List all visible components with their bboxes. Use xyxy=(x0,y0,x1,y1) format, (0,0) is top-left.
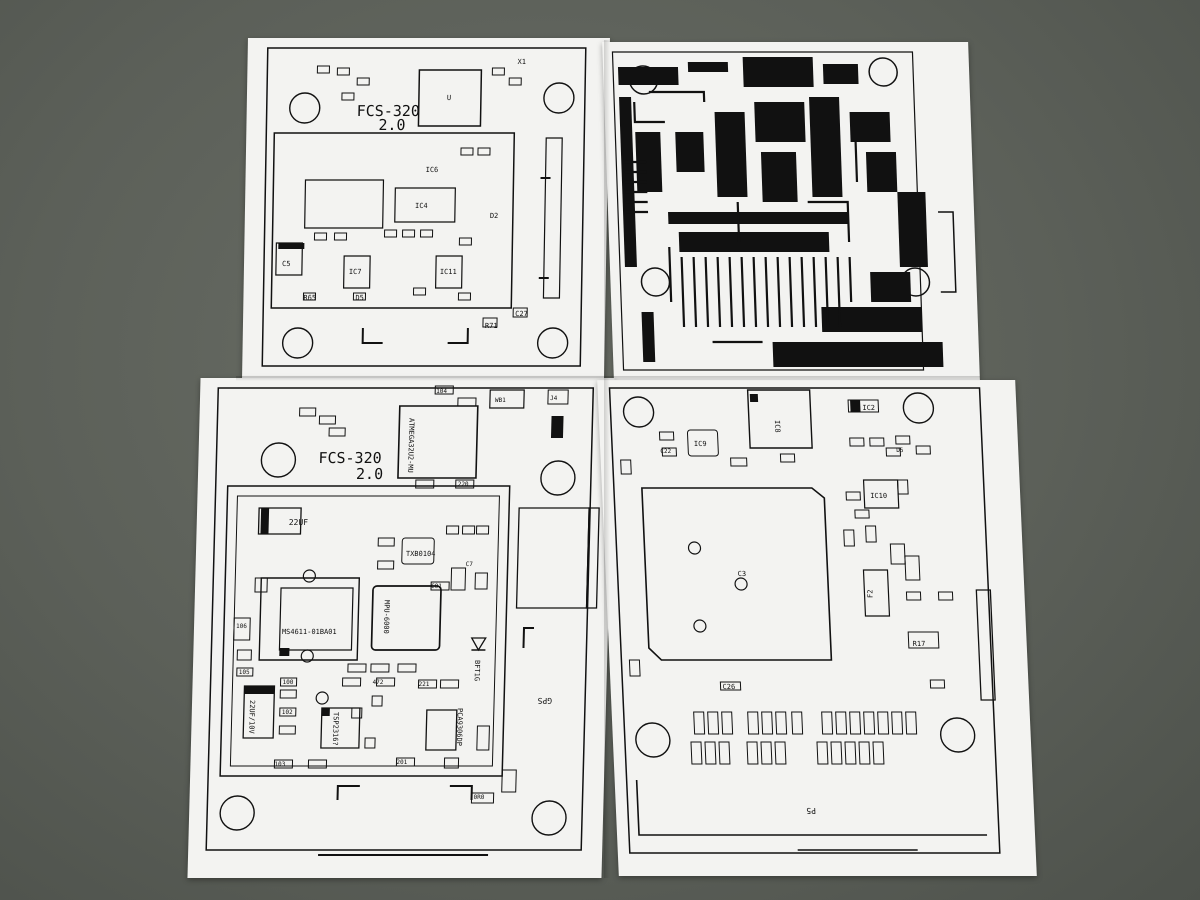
center-fold-shadow xyxy=(604,40,610,878)
mount-hole xyxy=(289,92,321,124)
ic-label: IC10 xyxy=(870,492,887,500)
bottom-left-sheet: FCS-320 2.0 ATMEGA32U2-MU 22UF TXB0104 M… xyxy=(187,378,615,878)
cap-label: C22 xyxy=(660,448,672,455)
mcu-label: ATMEGA32U2-MU xyxy=(406,418,415,473)
ic-label: IC8 xyxy=(773,420,782,433)
board-rev: 2.0 xyxy=(356,465,384,483)
mount-hole xyxy=(536,327,569,359)
mount-hole xyxy=(531,800,567,836)
part-label: 103 xyxy=(274,761,285,768)
mount-hole xyxy=(902,392,935,424)
gps-label: GPS xyxy=(537,696,552,705)
part-label: 201 xyxy=(396,759,407,766)
part-label: 0R0 xyxy=(473,794,484,801)
res-label: R65 xyxy=(303,294,316,302)
ic-label: IC9 xyxy=(694,440,707,448)
mount-hole xyxy=(868,57,898,87)
crystal-label: X1 xyxy=(517,58,526,66)
ic-outline xyxy=(746,389,813,449)
cap-bottom-label: 22UF/10V xyxy=(247,700,256,734)
ic-label: IC2 xyxy=(862,404,875,412)
copper-layer-drawing xyxy=(611,51,957,371)
pca-label: PCA9306DP xyxy=(455,708,464,746)
cap-label: C26 xyxy=(722,683,735,691)
part-label: 106 xyxy=(236,623,247,630)
ic-label: IC6 xyxy=(426,166,439,174)
mount-hole xyxy=(635,722,671,758)
ic-label: IC11 xyxy=(440,268,457,276)
cap-top-label: 22UF xyxy=(289,518,309,527)
reg-label: TSP2316? xyxy=(331,712,340,746)
mount-hole xyxy=(939,717,976,753)
part-label: 220 xyxy=(458,481,469,488)
mount-hole xyxy=(543,82,575,114)
bottom-left-pcb-drawing: FCS-320 2.0 ATMEGA32U2-MU 22UF TXB0104 M… xyxy=(205,385,600,856)
mount-hole xyxy=(219,795,255,831)
top-left-sheet: FCS-320 2.0 U IC6 IC4 IC7 IC11 C5 C27 R7… xyxy=(242,38,610,378)
part-label: 100 xyxy=(282,679,293,686)
res-label: R71 xyxy=(485,322,498,330)
part-label: C01 xyxy=(431,583,442,590)
fuse-label: F2 xyxy=(866,590,874,598)
diode-label: BFT1G xyxy=(473,660,482,681)
gps-module-outline xyxy=(641,487,833,661)
mount-hole xyxy=(281,327,314,359)
part-label: 221 xyxy=(418,681,429,688)
part-label: 104 xyxy=(436,388,447,395)
mcu-chip xyxy=(397,405,479,479)
res-label: R17 xyxy=(913,640,926,648)
baro-label: MS4611-01BA01 xyxy=(282,628,337,636)
bottom-right-sheet: IC8 IC9 IC10 IC2 F2 C3 C26 C22 R17 D5 P5 xyxy=(597,380,1037,876)
diode-label: D5 xyxy=(896,447,904,454)
top-right-sheet xyxy=(602,42,980,380)
bottom-right-pcb-drawing: IC8 IC9 IC10 IC2 F2 C3 C26 C22 R17 D5 P5 xyxy=(608,387,1001,854)
part-label: J4 xyxy=(550,395,558,402)
ic-label: IC4 xyxy=(415,202,428,210)
board-name: FCS-320 xyxy=(357,102,421,120)
txb-label: TXB0104 xyxy=(406,550,436,558)
top-left-pcb-drawing: FCS-320 2.0 U IC6 IC4 IC7 IC11 C5 C27 R7… xyxy=(261,47,587,367)
mount-hole xyxy=(640,267,671,297)
diode-label: D2 xyxy=(490,212,499,220)
diode-label: D5 xyxy=(355,294,364,302)
part-label: 102 xyxy=(282,709,293,716)
board-rev: 2.0 xyxy=(378,116,405,134)
mount-hole xyxy=(622,396,655,428)
mount-hole xyxy=(540,460,576,496)
imu-label: MPU-6000 xyxy=(382,600,391,634)
part-label: 105 xyxy=(239,669,250,676)
part-label: 472 xyxy=(372,679,383,686)
ic-label: U xyxy=(447,94,451,102)
ic-label: IC7 xyxy=(349,268,362,276)
horizontal-fold-shadow xyxy=(236,376,980,381)
mount-hole xyxy=(260,442,297,478)
cap-label: C5 xyxy=(282,260,291,268)
part-label: WB1 xyxy=(495,397,506,404)
top-ic xyxy=(417,69,483,127)
board-name: FCS-320 xyxy=(318,449,382,467)
imu-chip xyxy=(370,585,442,651)
cap-label: C3 xyxy=(737,570,746,578)
connector-label: P5 xyxy=(806,806,816,815)
part-label: C7 xyxy=(466,561,474,568)
cap-label: C27 xyxy=(515,310,528,318)
